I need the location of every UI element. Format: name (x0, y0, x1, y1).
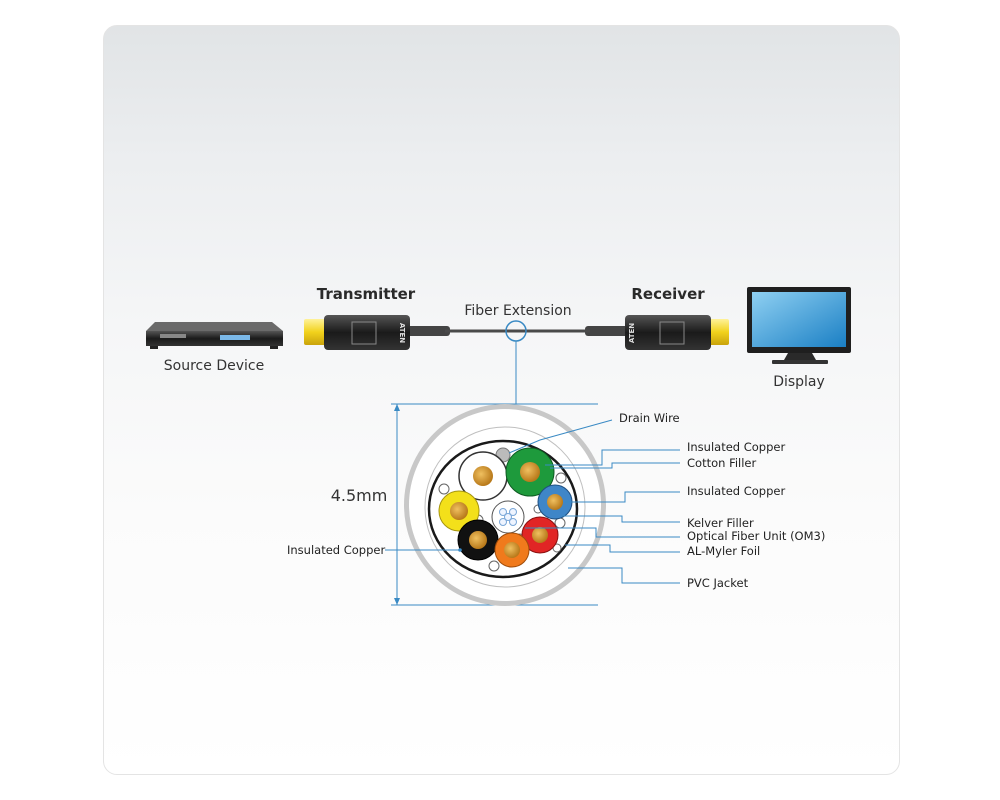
conductor-red (521, 516, 559, 554)
diameter-label: 4.5mm (331, 486, 388, 505)
conductor-green (505, 447, 555, 497)
receiver-connector: ATEN (625, 315, 729, 350)
al-myler-label: AL-Myler Foil (687, 544, 760, 558)
receiver-brand: ATEN (628, 323, 636, 343)
display-label: Display (773, 374, 825, 390)
conductor-yellow (438, 490, 480, 532)
pvc-jacket-label: PVC Jacket (687, 576, 749, 590)
insulated-copper-label-1: Insulated Copper (687, 440, 785, 454)
cotton-filler-label: Cotton Filler (687, 456, 757, 470)
cable-cross-section (404, 404, 606, 606)
fiber-extension-label: Fiber Extension (464, 303, 571, 319)
diameter-dimension (391, 403, 598, 606)
conductor-white (458, 451, 508, 501)
transmitter-label: Transmitter (317, 285, 416, 303)
optical-fiber-unit (491, 500, 525, 534)
insulated-copper-label-left: Insulated Copper (287, 543, 385, 557)
conductor-black (457, 519, 499, 561)
transmitter-connector: ATEN (304, 315, 410, 350)
transmitter-tail (405, 326, 450, 336)
inner-shield (427, 439, 579, 579)
insulated-copper-label-2: Insulated Copper (687, 484, 785, 498)
diagram-card (103, 25, 900, 775)
source-device-label: Source Device (164, 358, 264, 374)
display-monitor (747, 287, 851, 364)
transmitter-brand: ATEN (398, 323, 406, 343)
leader-lines (385, 419, 680, 584)
conductor-orange (494, 532, 530, 568)
kelver-filler-label: Kelver Filler (687, 516, 754, 530)
conductor-blue (537, 484, 573, 520)
source-device (146, 322, 283, 349)
al-myler-foil (424, 426, 586, 588)
optical-fiber-label: Optical Fiber Unit (OM3) (687, 529, 825, 543)
drain-wire-label: Drain Wire (619, 411, 680, 425)
receiver-label: Receiver (631, 285, 705, 303)
receiver-tail (585, 326, 630, 336)
